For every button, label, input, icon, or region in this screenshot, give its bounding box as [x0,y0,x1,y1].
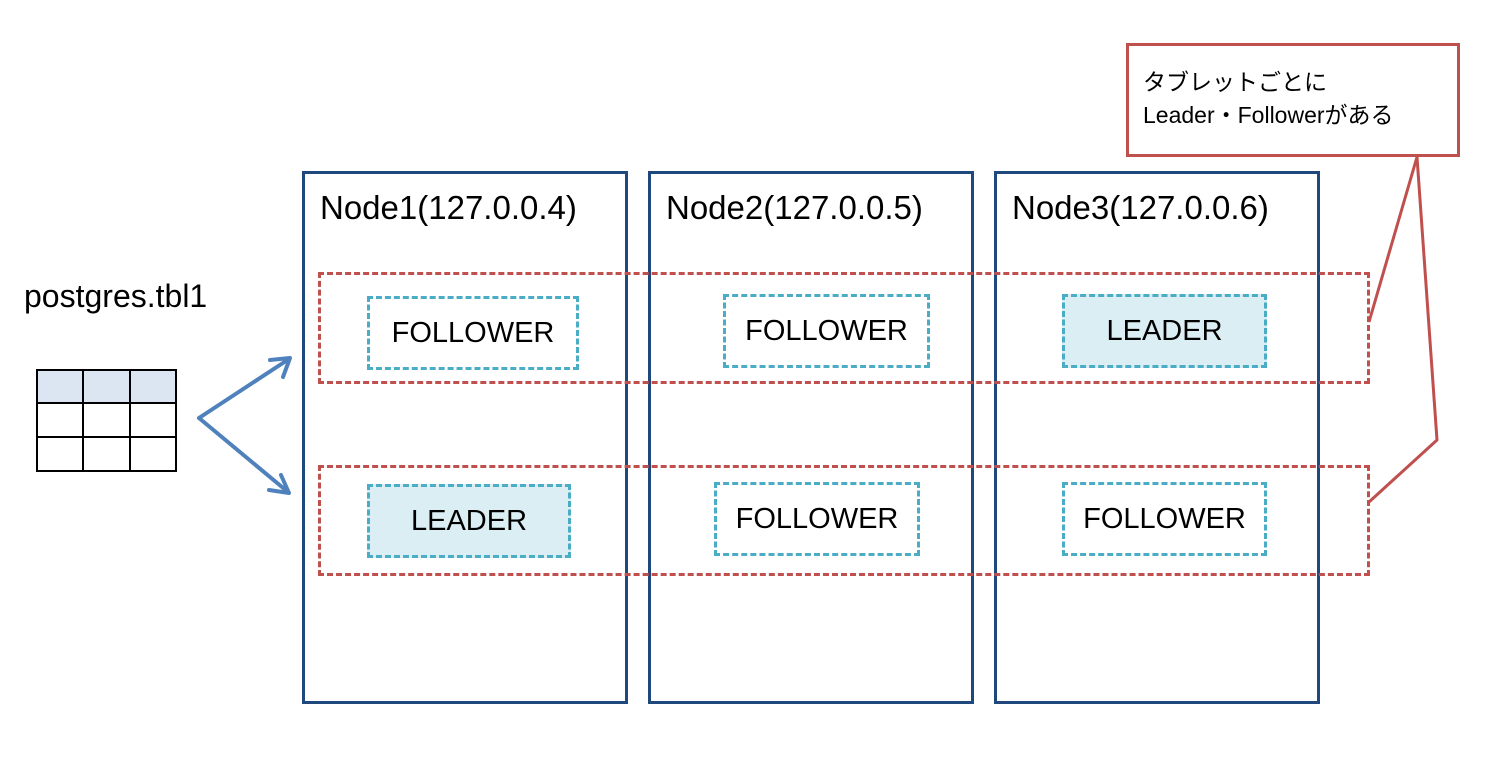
callout-line-1: タブレットごとに [1143,69,1327,95]
tablet-2-node-2-replica: FOLLOWER [714,482,920,556]
tablet-2-node-1-replica: LEADER [367,484,571,558]
callout-pointer [1367,156,1439,504]
node-3-column: Node3(127.0.0.6) [994,171,1320,704]
tablet-1-node-2-replica: FOLLOWER [723,294,930,368]
tablet-callout: タブレットごとに Leader・Followerがある [1126,43,1460,157]
tablet-2-group [318,465,1370,576]
table-name-label: postgres.tbl1 [24,278,208,314]
node-2-column: Node2(127.0.0.5) [648,171,974,704]
callout-line-2: Leader・Followerがある [1143,102,1394,128]
tablet-1-node-3-replica: LEADER [1062,294,1267,368]
node-2-title: Node2(127.0.0.5) [666,189,923,226]
table-icon [36,369,177,472]
distribution-arrows-icon [197,356,292,495]
node-3-title: Node3(127.0.0.6) [1012,189,1269,226]
tablet-1-node-1-replica: FOLLOWER [367,296,579,370]
node-1-column: Node1(127.0.0.4) [302,171,628,704]
node-1-title: Node1(127.0.0.4) [320,189,577,226]
tablet-2-node-3-replica: FOLLOWER [1062,482,1267,556]
